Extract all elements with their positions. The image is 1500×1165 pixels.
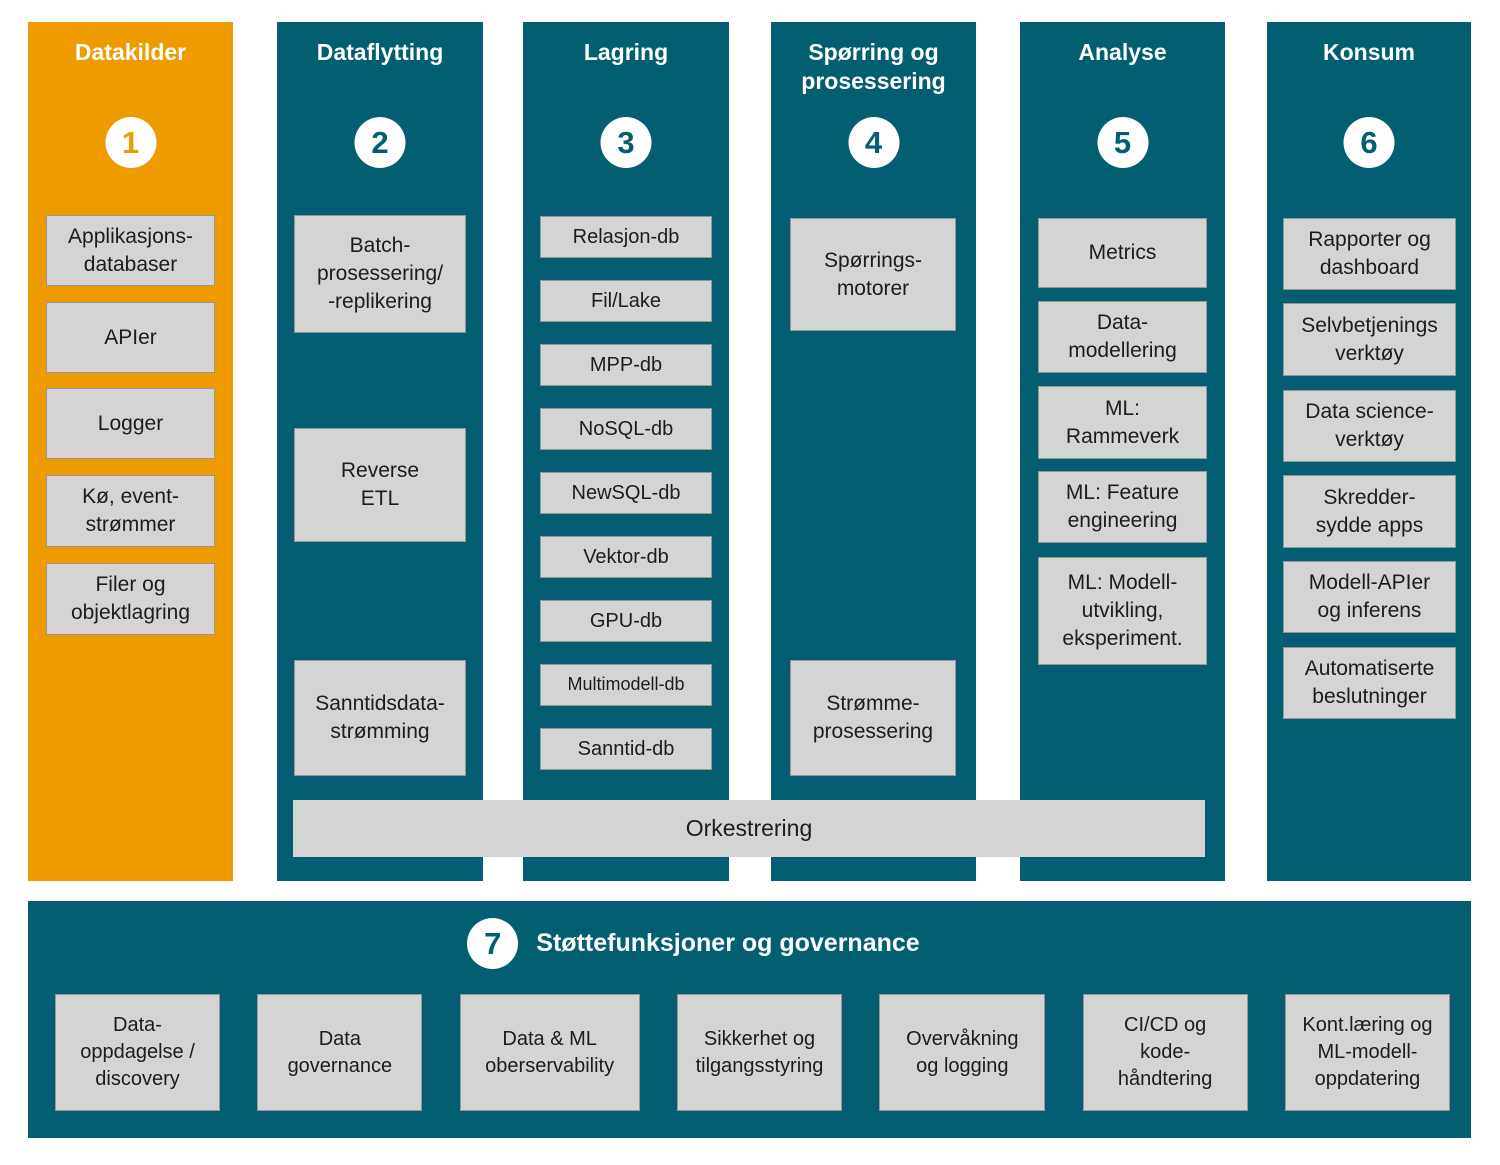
support-section-heading: 7 Støttefunksjoner og governance — [28, 918, 1471, 969]
column-lagring-number-badge: 3 — [600, 117, 652, 168]
column-analyse-title: Analyse — [1078, 39, 1167, 65]
box-fil-lake: Fil/Lake — [540, 280, 712, 322]
box-applikasjons-databaser: Applikasjons- databaser — [46, 215, 215, 286]
support-and-governance-section: 7 Støttefunksjoner og governance Data- o… — [28, 901, 1471, 1138]
box-kontlaering-og-ml-modelloppdatering: Kont.læring og ML-modell- oppdatering — [1284, 994, 1450, 1111]
support-section-title: Støttefunksjoner og governance — [536, 929, 920, 957]
box-ko-event-strommer: Kø, event- strømmer — [46, 475, 215, 547]
column-analyse-number-badge: 5 — [1097, 117, 1148, 168]
box-automatiserte-beslutninger: Automatiserte beslutninger — [1283, 647, 1456, 719]
box-skreddersydde-apps: Skredder- sydde apps — [1283, 475, 1456, 548]
column-lagring-title: Lagring — [583, 39, 669, 65]
support-number-badge: 7 — [467, 918, 519, 969]
box-gpu-db: GPU-db — [540, 600, 712, 642]
column-datakilder-title: Datakilder — [74, 39, 187, 65]
orchestration-bar: Orkestrering — [293, 800, 1205, 857]
box-metrics: Metrics — [1038, 218, 1207, 288]
box-data-ml-observability: Data & ML oberservability — [459, 994, 640, 1111]
box-ml-rammeverk: ML: Rammeverk — [1038, 386, 1207, 459]
box-batch-prosessering-replikering: Batch- prosessering/ -replikering — [294, 215, 466, 333]
box-newsql-db: NewSQL-db — [540, 472, 712, 514]
column-dataflytting-title: Dataflytting — [316, 39, 444, 65]
box-apier: APIer — [46, 302, 215, 373]
column-sporring-number-badge: 4 — [848, 117, 899, 168]
column-konsum-number-badge: 6 — [1343, 117, 1395, 168]
support-items-row: Data- oppdagelse / discovery Data govern… — [55, 994, 1450, 1111]
box-modell-apier-og-inferens: Modell-APIer og inferens — [1283, 561, 1456, 633]
box-data-oppdagelse-discovery: Data- oppdagelse / discovery — [55, 994, 220, 1111]
box-sikkerhet-og-tilgangsstyring: Sikkerhet og tilgangsstyring — [676, 994, 842, 1111]
column-datakilder: Datakilder 1 Applikasjons- databaser API… — [28, 22, 233, 881]
box-sporrings-motorer: Spørrings- motorer — [790, 218, 956, 331]
box-multimodell-db: Multimodell-db — [540, 664, 712, 706]
column-sporring-og-prosessering: Spørring og prosessering 4 Spørrings- mo… — [771, 22, 976, 881]
column-datakilder-number-badge: 1 — [105, 117, 156, 168]
box-filer-og-objektlagring: Filer og objektlagring — [46, 563, 215, 635]
box-sanntid-db: Sanntid-db — [540, 728, 712, 770]
box-mpp-db: MPP-db — [540, 344, 712, 386]
box-reverse-etl: Reverse ETL — [294, 428, 466, 542]
box-selvbetjenings-verktoy: Selvbetjenings verktøy — [1283, 303, 1456, 376]
column-dataflytting-number-badge: 2 — [354, 117, 406, 168]
column-sporring-title: Spørring og prosessering — [801, 39, 946, 95]
box-ml-modellutvikling-eksperiment: ML: Modell- utvikling, eksperiment. — [1038, 557, 1207, 665]
box-overvakning-og-logging: Overvåkning og logging — [879, 994, 1046, 1111]
box-sanntidsdata-stromming: Sanntidsdata- strømming — [294, 660, 466, 776]
column-lagring: Lagring 3 Relasjon-db Fil/Lake MPP-db No… — [523, 22, 729, 881]
column-konsum: Konsum 6 Rapporter og dashboard Selvbetj… — [1267, 22, 1471, 881]
column-konsum-title: Konsum — [1323, 39, 1415, 65]
column-analyse: Analyse 5 Metrics Data- modellering ML: … — [1020, 22, 1225, 881]
box-stromme-prosessering: Strømme- prosessering — [790, 660, 956, 776]
box-data-modellering: Data- modellering — [1038, 301, 1207, 373]
box-data-science-verktoy: Data science- verktøy — [1283, 390, 1456, 462]
box-logger: Logger — [46, 388, 215, 459]
box-vektor-db: Vektor-db — [540, 536, 712, 578]
box-relasjon-db: Relasjon-db — [540, 216, 712, 258]
box-nosql-db: NoSQL-db — [540, 408, 712, 450]
box-ml-feature-engineering: ML: Feature engineering — [1038, 471, 1207, 543]
box-rapporter-og-dashboard: Rapporter og dashboard — [1283, 218, 1456, 290]
box-cicd-og-kodehandtering: CI/CD og kode- håndtering — [1082, 994, 1248, 1111]
box-data-governance: Data governance — [257, 994, 423, 1111]
column-dataflytting: Dataflytting 2 Batch- prosessering/ -rep… — [277, 22, 483, 881]
